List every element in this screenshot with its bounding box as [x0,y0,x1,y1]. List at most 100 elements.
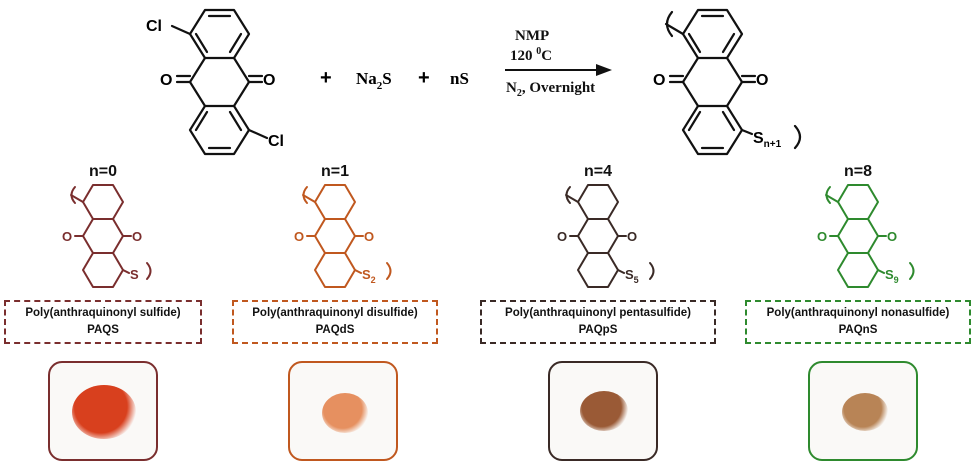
oxygen-label: O [62,229,72,244]
product-molecule [664,8,802,156]
cl-top-label: Cl [146,18,162,35]
polymer-structure-paqns [825,184,915,288]
polymer-bracket-left [565,186,571,204]
polymer-name: Poly(anthraquinonyl disulfide) [252,307,418,319]
powder-photo-paqps [548,361,658,461]
powder-sample [72,385,136,439]
sulfur-subscript: 2 [371,275,376,285]
benzene-ring [577,184,619,220]
oxygen-right-label: O [263,72,275,89]
reactant-molecule [170,8,269,156]
polymer-abbreviation: PAQnS [838,324,878,336]
sulfur-bond [122,269,130,274]
polymer-structure-paqps [565,184,655,288]
product-oxygen-left: O [653,72,665,89]
chain-bond [302,194,316,203]
bond [607,218,619,237]
polymer-bracket-right [386,262,392,280]
benzene-ring [837,252,879,288]
powder-sample [842,393,888,431]
reaction-arrow-head [596,64,612,76]
powder-photo-paqds [288,361,398,461]
bond [82,218,94,237]
sulfur-bond [877,269,885,274]
sulfur-bond [617,269,625,274]
benzene-ring [82,252,124,288]
oxygen-label: O [557,229,567,244]
n-value-label: n=0 [89,163,117,180]
bond [344,218,356,237]
bond [837,218,849,237]
bond [344,235,356,254]
oxygen-left-label: O [160,72,172,89]
bond [112,218,124,237]
bond [82,235,94,254]
powder-photo-paqs [48,361,158,461]
oxygen-label: O [132,229,142,244]
na2s-reagent: Na2S [356,69,392,92]
polymer-box-paqps: Poly(anthraquinonyl pentasulfide) PAQpS [480,300,716,344]
cl-bottom-label: Cl [268,133,284,150]
benzene-ring [82,184,124,220]
bond [867,235,879,254]
polymer-structures: O O Sn=0O O S2 n=1O O S5 n=4O O S9 n=8 [62,163,915,288]
sulfur-label: S5 [625,267,639,285]
bond [577,218,589,237]
oxygen-label: O [887,229,897,244]
bond [112,235,124,254]
oxygen-label: O [294,229,304,244]
powder-sample [580,391,628,431]
oxygen-label: O [817,229,827,244]
n-value-label: n=8 [844,163,872,180]
plus-sign-1: + [320,67,332,89]
product-sulfur-label: Sn+1 [753,130,782,150]
polymer-box-paqns: Poly(anthraquinonyl nonasulfide) PAQnS [745,300,971,344]
chain-bond [565,194,579,203]
polymer-abbreviation: PAQpS [578,324,618,336]
benzene-ring [314,184,356,220]
powder-sample [322,393,368,433]
polymer-box-paqds: Poly(anthraquinonyl disulfide) PAQdS [232,300,438,344]
sulfur-subscript: 5 [634,275,639,285]
polymer-box-paqs: Poly(anthraquinonyl sulfide) PAQS [4,300,202,344]
product-oxygen-right: O [756,72,768,89]
polymer-abbreviation: PAQdS [315,324,355,336]
polymer-name: Poly(anthraquinonyl pentasulfide) [505,307,691,319]
polymer-bracket-right [649,262,655,280]
sulfur-label: S2 [362,267,376,285]
sulfur-subscript: 9 [894,275,899,285]
powder-photo-paqns [808,361,918,461]
polymer-bracket-left [70,186,76,204]
sulfur-label: S9 [885,267,899,285]
bond [607,235,619,254]
polymer-bracket-right [909,262,915,280]
benzene-ring [314,252,356,288]
sulfur-bond [354,269,362,274]
bond [837,235,849,254]
condition-atmosphere: N2, Overnight [506,80,595,99]
oxygen-label: O [364,229,374,244]
bond [314,235,326,254]
n-value-label: n=1 [321,163,349,180]
sulfur-reagent: nS [450,69,469,88]
polymer-bracket-right [146,262,152,280]
polymer-bracket-left [302,186,308,204]
sulfur-label: S [130,267,139,282]
bond [867,218,879,237]
polymer-name: Poly(anthraquinonyl sulfide) [25,307,181,319]
polymer-bracket-left [825,186,831,204]
polymer-structure-paqds [302,184,392,288]
chain-bond [825,194,839,203]
polymer-structure-paqs [70,184,152,288]
benzene-ring [837,184,879,220]
polymer-abbreviation: PAQS [87,324,119,336]
polymer-name: Poly(anthraquinonyl nonasulfide) [766,307,950,319]
condition-temperature: 120 0C [510,46,552,64]
chain-bond [70,194,84,203]
plus-sign-2: + [418,67,430,89]
n-value-label: n=4 [584,163,612,180]
oxygen-label: O [627,229,637,244]
condition-solvent: NMP [515,28,549,44]
benzene-ring [577,252,619,288]
